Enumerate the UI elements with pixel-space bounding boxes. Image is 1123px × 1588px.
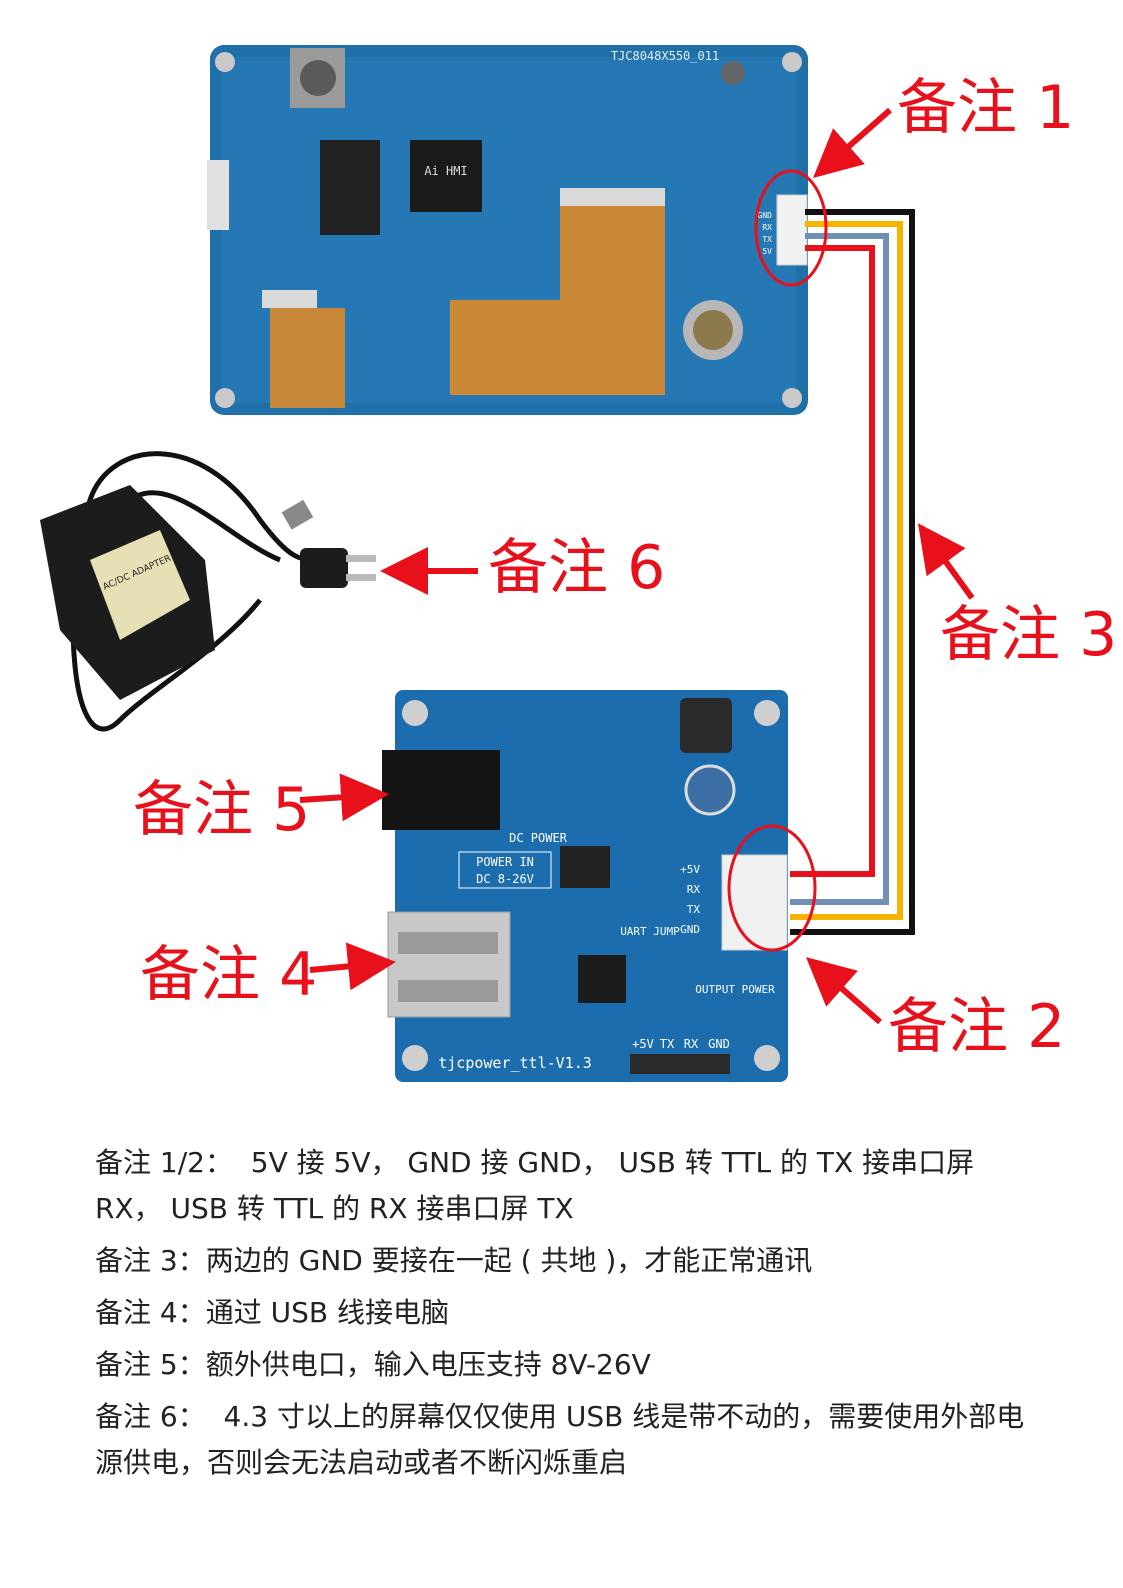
callout-6: 备注 6 — [488, 533, 666, 603]
bottom-pin-tx: TX — [660, 1037, 675, 1051]
screen-board: Ai HMI TJC8048X550_011 GND RX TX 5V — [207, 45, 808, 415]
power-board: DC POWER POWER IN DC 8-26V UART JUMP +5V… — [382, 690, 788, 1082]
note-6: 备注 6： 4.3 寸以上的屏幕仅仅使用 USB 线是带不动的，需要使用外部电源… — [95, 1400, 1025, 1479]
arrow-4 — [309, 942, 396, 991]
screen-model-label: TJC8048X550_011 — [611, 49, 719, 63]
arrow-2 — [805, 957, 882, 1025]
arrow-3 — [917, 523, 975, 600]
side-pin-rx: RX — [687, 883, 701, 896]
notes-section: 备注 1/2： 5V 接 5V， GND 接 GND， USB 转 TTL 的 … — [95, 1140, 1025, 1492]
bottom-pin-gnd: GND — [708, 1037, 730, 1051]
board-uart-highlight — [727, 824, 817, 952]
power-adapter: AC/DC ADAPTER — [40, 451, 376, 732]
uart-wires — [790, 209, 915, 935]
screen-pin-5v: 5V — [762, 247, 772, 256]
callout-2: 备注 2 — [888, 992, 1066, 1062]
screen-chip-label: Ai HMI — [424, 164, 467, 178]
note-3: 备注 3：两边的 GND 要接在一起 ( 共地 )，才能正常通讯 — [95, 1244, 813, 1277]
screen-pin-rx: RX — [762, 223, 772, 232]
side-pin-gnd: GND — [680, 923, 700, 936]
note-4: 备注 4：通过 USB 线接电脑 — [95, 1296, 449, 1329]
note-5: 备注 5：额外供电口，输入电压支持 8V-26V — [95, 1348, 651, 1381]
note-1-2: 备注 1/2： 5V 接 5V， GND 接 GND， USB 转 TTL 的 … — [95, 1146, 983, 1225]
bottom-pin-rx: RX — [684, 1037, 699, 1051]
uart-jump-label: UART JUMP — [620, 925, 680, 938]
callout-arrows — [299, 107, 975, 1025]
dc-range-label: DC 8-26V — [476, 872, 534, 886]
callout-1: 备注 1 — [897, 73, 1075, 143]
power-in-label: POWER IN — [476, 855, 534, 869]
bottom-pin-5v: +5V — [632, 1037, 654, 1051]
wire-yellow — [790, 221, 903, 920]
wire-blue — [790, 233, 889, 905]
side-pin-5v: +5V — [680, 863, 700, 876]
callout-3: 备注 3 — [940, 600, 1118, 670]
power-board-name: tjcpower_ttl-V1.3 — [438, 1054, 592, 1072]
screen-pin-gnd: GND — [758, 211, 773, 220]
screen-uart-highlight — [754, 169, 828, 287]
screen-pin-tx: TX — [762, 235, 772, 244]
callout-4: 备注 4 — [140, 940, 318, 1010]
wire-red — [790, 245, 875, 877]
wiring-diagram: Ai HMI TJC8048X550_011 GND RX TX 5V AC/D… — [40, 45, 975, 1082]
arrow-1 — [813, 107, 892, 178]
callout-5: 备注 5 — [133, 775, 311, 845]
arrow-5 — [299, 773, 389, 822]
dc-power-label: DC POWER — [509, 831, 568, 845]
wire-black — [790, 209, 915, 935]
output-power-label: OUTPUT POWER — [695, 983, 775, 996]
side-pin-tx: TX — [687, 903, 701, 916]
